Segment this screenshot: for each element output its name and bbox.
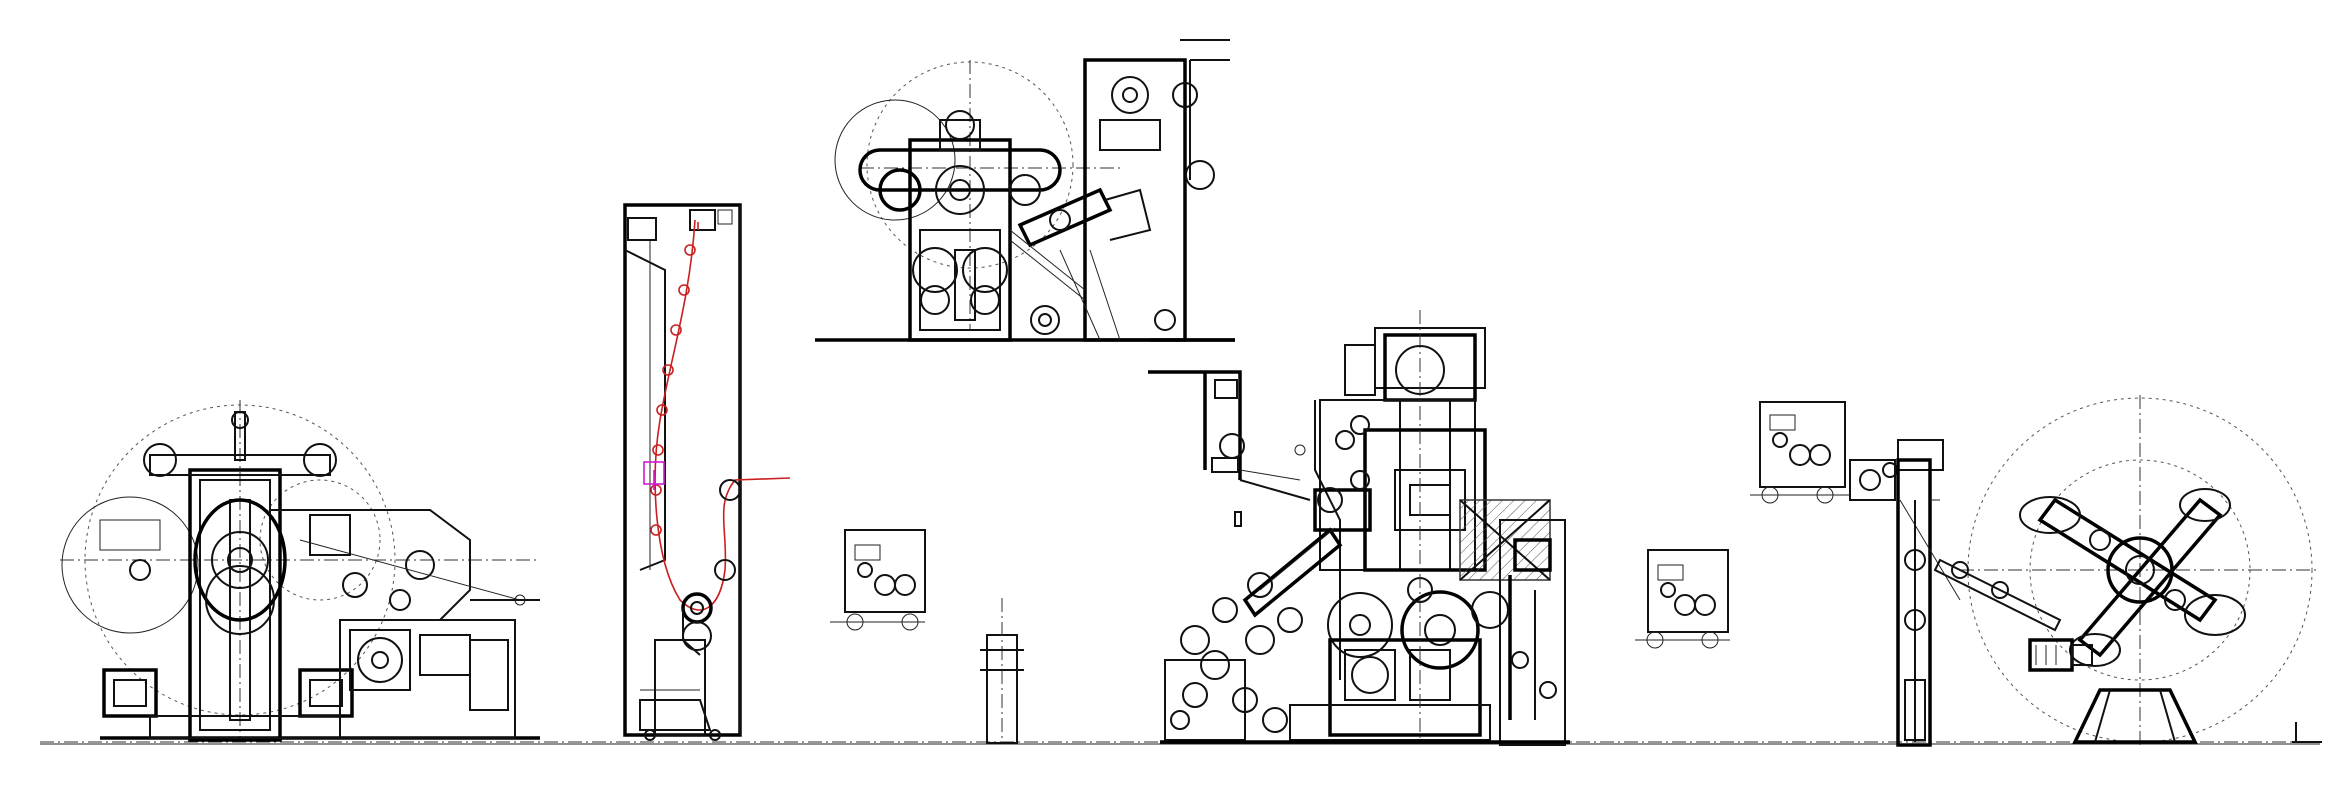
small-drive-module-2 <box>1635 549 1730 649</box>
unwind-stand-left <box>60 400 540 742</box>
small-drive-module-3 <box>1750 401 1850 504</box>
central-laminator <box>1148 310 1570 746</box>
support-column <box>980 598 1024 744</box>
dancer-rollers <box>650 244 696 536</box>
accumulator-tower <box>623 203 791 741</box>
small-drive-module-1 <box>830 529 926 631</box>
rewind-frame <box>1849 439 1961 747</box>
upper-coating-head <box>815 39 1235 342</box>
turret-rewinder-right <box>1933 395 2320 745</box>
